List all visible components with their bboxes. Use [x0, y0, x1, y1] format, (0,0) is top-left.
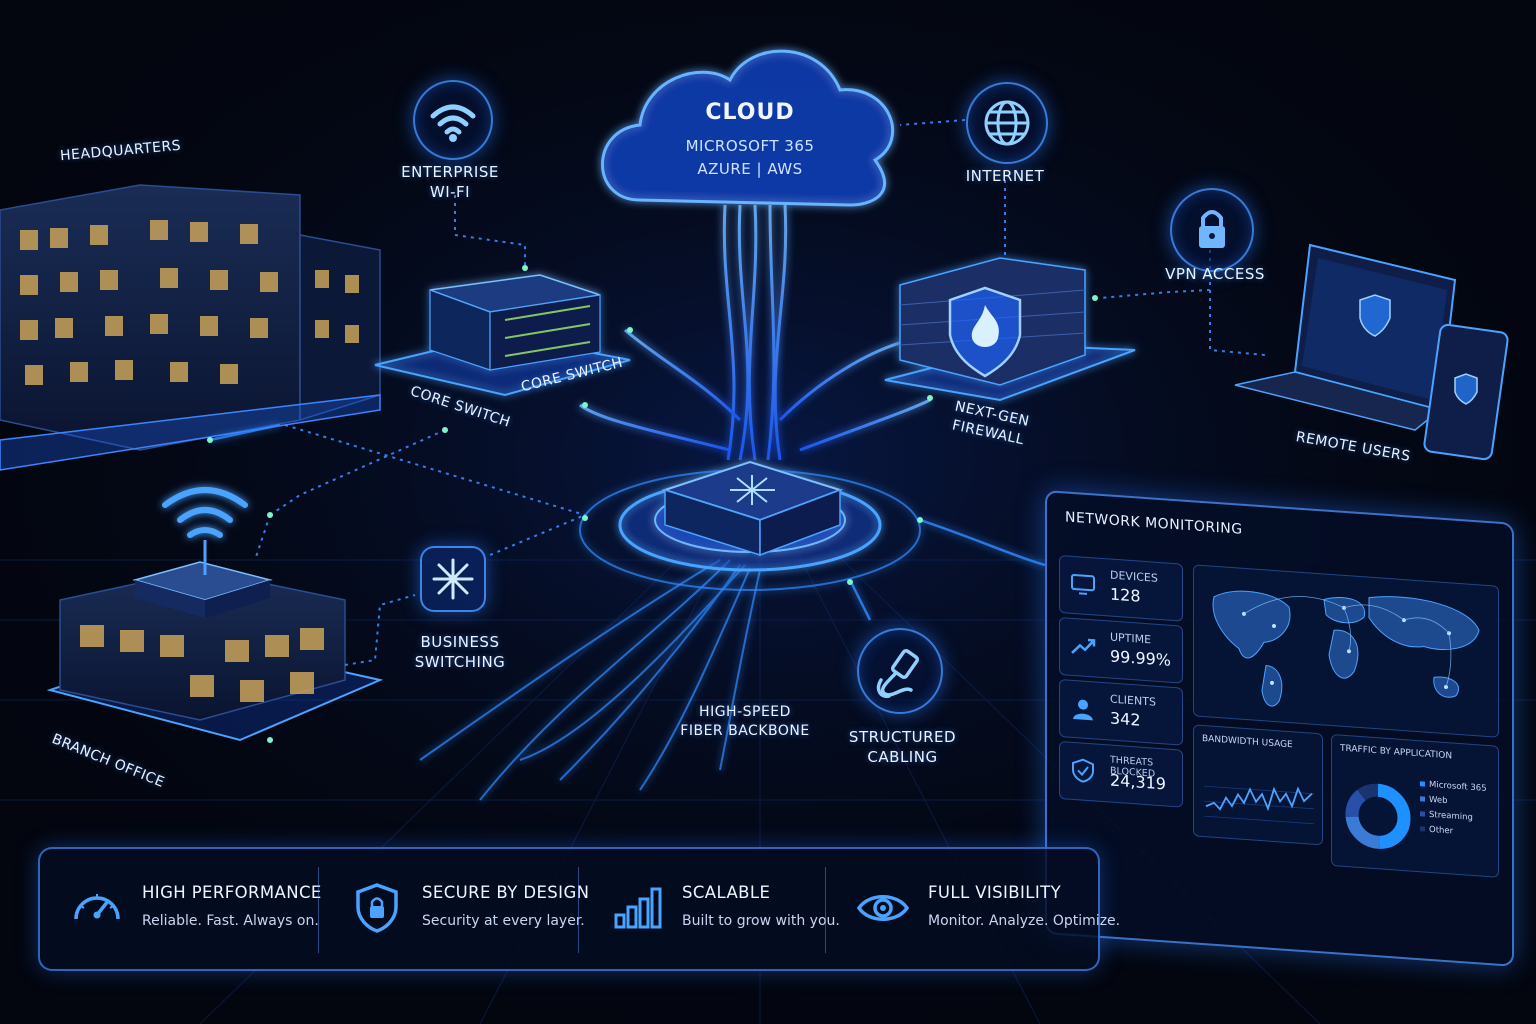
feature-subtitle: Reliable. Fast. Always on. — [142, 913, 319, 929]
feature-subtitle: Monitor. Analyze. Optimize. — [928, 913, 1121, 929]
feature-divider — [318, 867, 319, 953]
feature-title: SECURE BY DESIGN — [422, 883, 590, 902]
feature-secure-by-design: SECURE BY DESIGN Security at every layer… — [320, 849, 589, 969]
monitoring-title: NETWORK MONITORING — [1065, 509, 1243, 538]
shield-check-icon — [1072, 758, 1094, 783]
cloud-title: CLOUD — [705, 100, 795, 125]
cloud-line-2: AZURE | AWS — [697, 160, 803, 179]
vpn-access-label: VPN ACCESS — [1165, 265, 1265, 283]
feature-subtitle: Built to grow with you. — [682, 913, 840, 929]
core-switch-stack — [374, 274, 631, 397]
feature-title: FULL VISIBILITY — [928, 883, 1062, 902]
bandwidth-sparkline — [1204, 785, 1314, 825]
monitor-icon — [1071, 574, 1095, 595]
traffic-donut-chart — [1345, 783, 1411, 849]
branch-office-building — [46, 487, 384, 742]
enterprise-wifi-label-2: WI-FI — [429, 183, 471, 202]
firewall-wall — [884, 257, 1136, 402]
stat-value: 128 — [1110, 584, 1141, 606]
shield-lock-icon — [356, 883, 398, 933]
stat-card-uptime: UPTIME 99.99% — [1059, 616, 1183, 684]
fiber-label-1: HIGH-SPEED — [699, 704, 791, 720]
user-icon — [1073, 699, 1093, 721]
globe-icon — [966, 82, 1048, 164]
feature-high-performance: HIGH PERFORMANCE Reliable. Fast. Always … — [40, 849, 321, 969]
trend-icon — [1071, 638, 1096, 654]
cloud-line-1: MICROSOFT 365 — [685, 137, 815, 155]
features-bar: HIGH PERFORMANCE Reliable. Fast. Always … — [38, 847, 1120, 971]
eye-icon — [856, 895, 910, 921]
feature-full-visibility: FULL VISIBILITY Monitor. Analyze. Optimi… — [826, 849, 1120, 969]
feature-scalable: SCALABLE Built to grow with you. — [580, 849, 840, 969]
remote-devices — [1234, 243, 1509, 461]
lock-icon — [1170, 188, 1254, 272]
stat-card-devices: DEVICES 128 — [1059, 554, 1183, 622]
stat-value: 99.99% — [1110, 646, 1172, 670]
core-hub — [579, 460, 921, 591]
traffic-by-application-card: TRAFFIC BY APPLICATION Microsoft 365 Web… — [1331, 733, 1499, 878]
feature-title: HIGH PERFORMANCE — [142, 883, 322, 902]
feature-title: SCALABLE — [682, 883, 771, 902]
stat-label: CLIENTS — [1110, 692, 1156, 709]
enterprise-wifi-label-1: ENTERPRISE — [401, 163, 499, 181]
bar-chart-icon — [614, 887, 662, 929]
bandwidth-usage-card: BANDWIDTH USAGE — [1193, 724, 1323, 846]
network-monitoring-panel: NETWORK MONITORING DEVICES 128 UPTIME 99… — [1045, 490, 1514, 967]
feature-subtitle: Security at every layer. — [422, 913, 585, 929]
cloud-label: CLOUD MICROSOFT 365 AZURE | AWS — [640, 100, 860, 182]
stat-value: 24,319 — [1110, 770, 1166, 794]
headquarters-building — [0, 184, 381, 471]
stat-value: 342 — [1110, 708, 1141, 730]
feature-divider — [825, 867, 826, 953]
internet-label: INTERNET — [965, 167, 1045, 185]
traffic-legend: Microsoft 365 Web Streaming Other — [1420, 777, 1487, 842]
switching-icon — [420, 546, 486, 612]
business-switching-label-1: BUSINESS — [420, 633, 500, 651]
fiber-label-2: FIBER BACKBONE — [680, 722, 810, 739]
stat-label: UPTIME — [1110, 630, 1152, 647]
stat-card-clients: CLIENTS 342 — [1059, 678, 1183, 746]
business-switching-label-2: SWITCHING — [414, 653, 506, 672]
world-map — [1193, 564, 1499, 738]
cabling-label-1: STRUCTURED — [848, 728, 957, 746]
stat-card-threats: THREATS BLOCKED 24,319 — [1059, 740, 1183, 808]
speedometer-icon — [74, 894, 120, 920]
ethernet-cable-icon — [857, 628, 943, 714]
feature-divider — [578, 867, 579, 953]
wifi-icon — [413, 80, 493, 160]
cabling-label-2: CABLING — [867, 748, 938, 767]
cloud-shape — [601, 49, 894, 207]
stat-label: DEVICES — [1110, 568, 1158, 585]
